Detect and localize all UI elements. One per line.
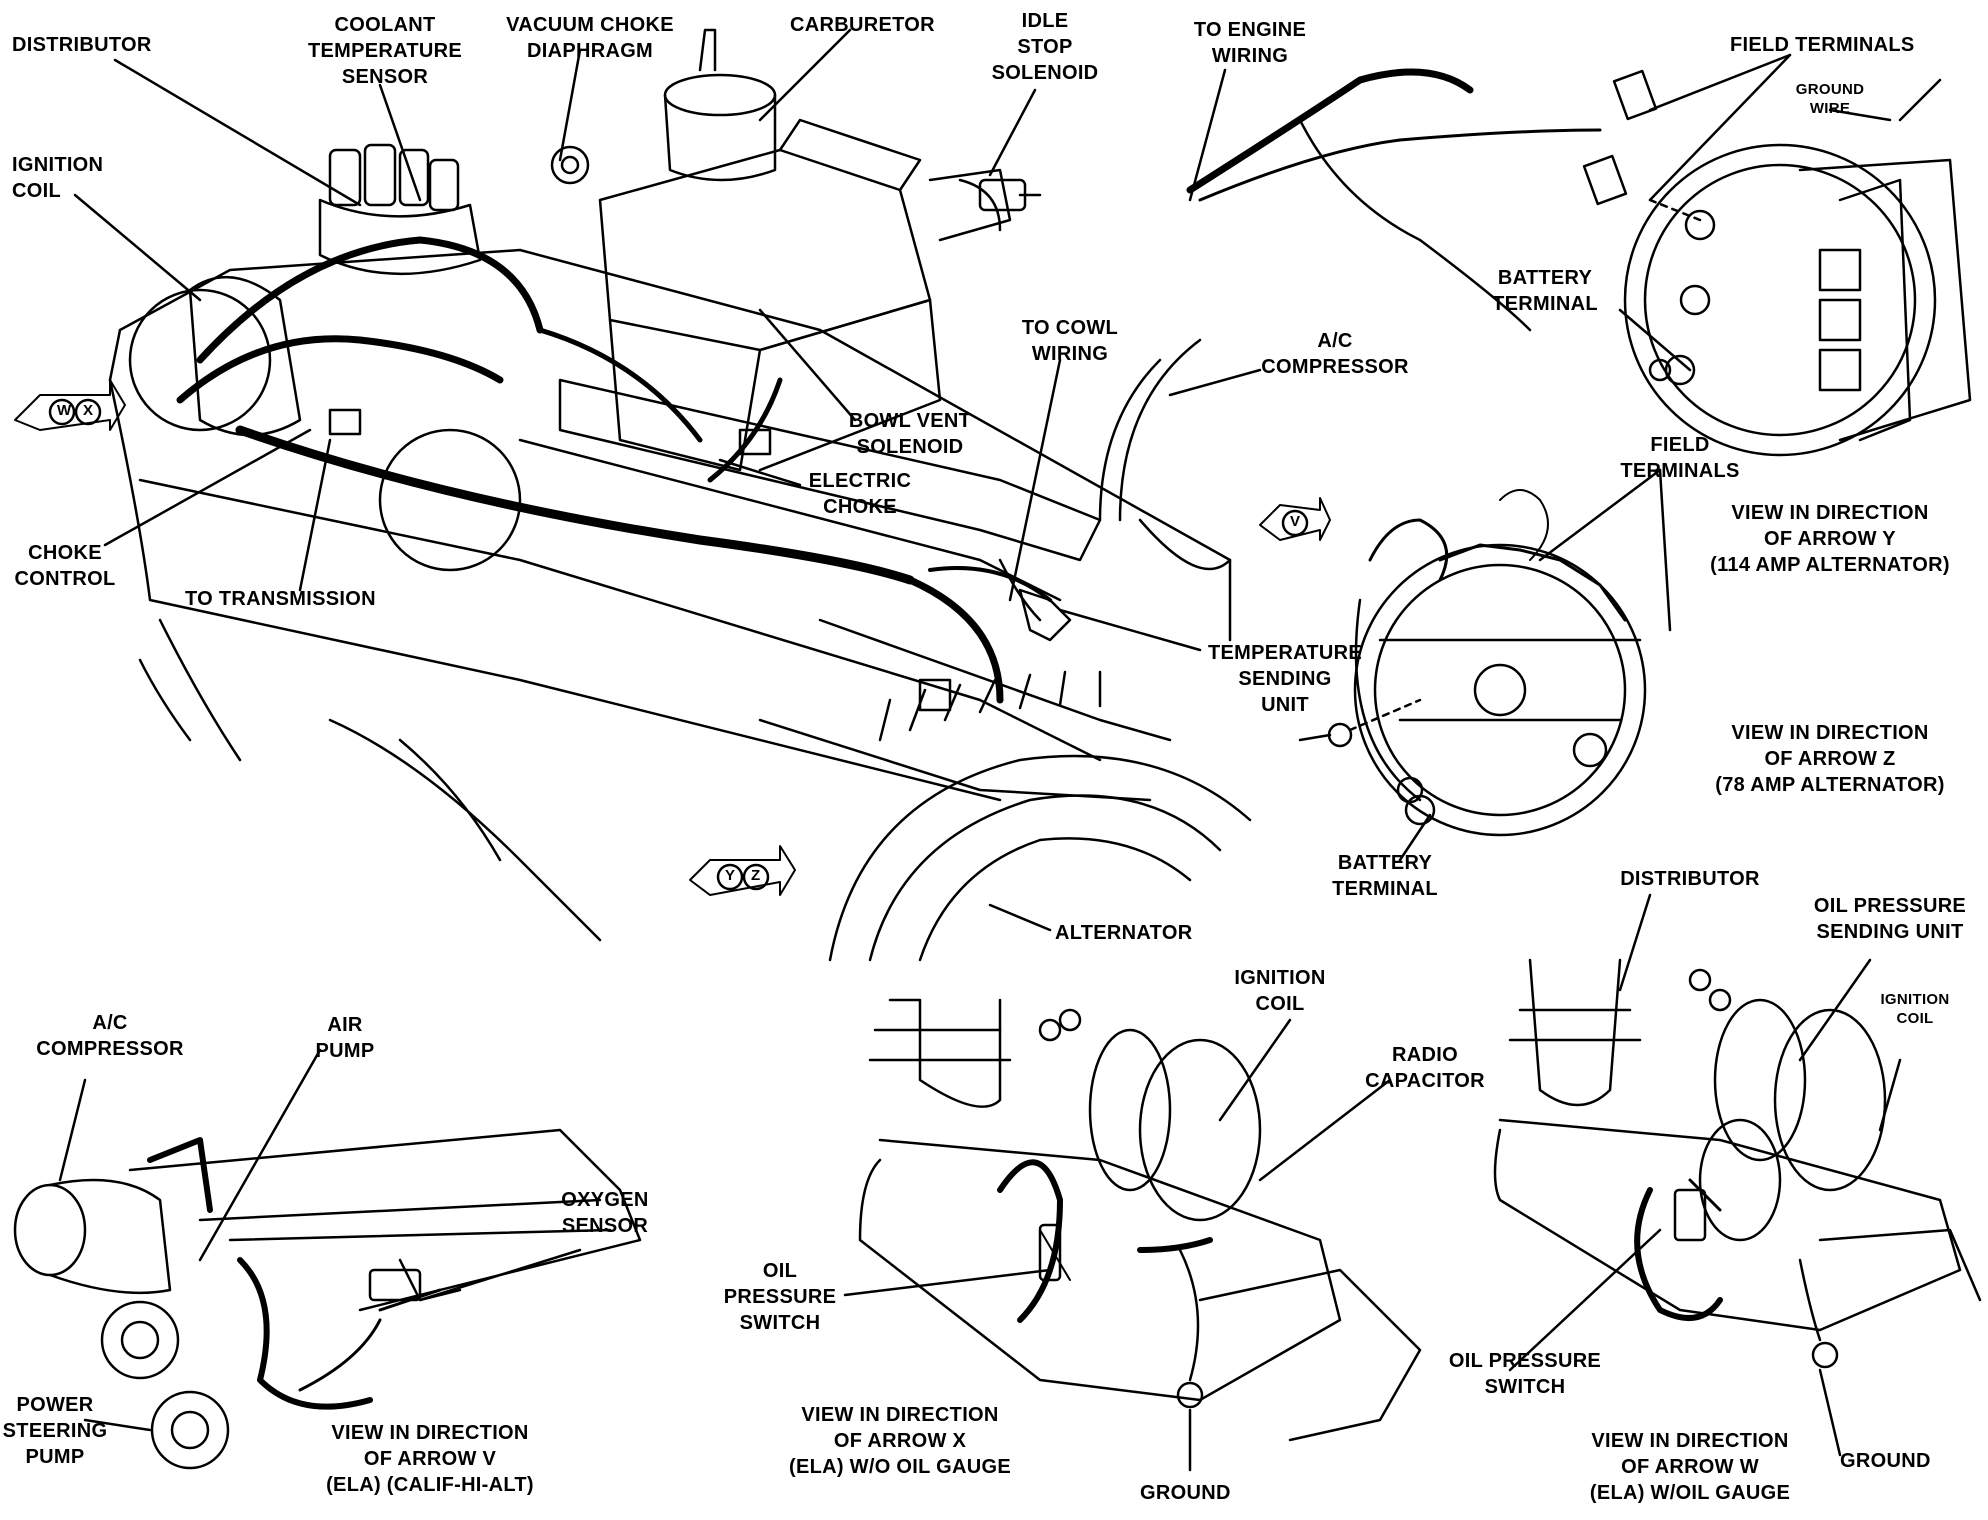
caption-view-arrow-z: VIEW IN DIRECTION OF ARROW Z (78 AMP ALT… [1715, 722, 1945, 796]
label-battery-terminal-78: BATTERY TERMINAL [1332, 852, 1438, 900]
label-ignition-coil: IGNITION COIL [12, 154, 104, 202]
label-oil-pressure-sending-unit: OIL PRESSURE SENDING UNIT [1813, 895, 1967, 943]
label-oil-pressure-switch-arrow-w: OIL PRESSURE SWITCH [1448, 1350, 1602, 1398]
label-distributor: DISTRIBUTOR [12, 34, 152, 56]
arrow-badge-z: Z [751, 867, 761, 884]
label-to-engine-wiring: TO ENGINE WIRING [1193, 19, 1307, 67]
label-to-cowl-wiring: TO COWL WIRING [1021, 317, 1119, 365]
arrow-badge-x: X [83, 402, 94, 419]
label-ground-wire: GROUND WIRE [1795, 81, 1865, 117]
arrow-badge-w: W [57, 402, 72, 419]
caption-view-arrow-v: VIEW IN DIRECTION OF ARROW V (ELA) (CALI… [326, 1422, 534, 1496]
label-distributor-arrow-w: DISTRIBUTOR [1620, 868, 1760, 890]
label-field-terminals-78: FIELD TERMINALS [1620, 434, 1740, 482]
label-ac-compressor-arrow-v: A/C COMPRESSOR [36, 1012, 184, 1060]
label-choke-control: CHOKE CONTROL [14, 542, 116, 590]
label-oil-pressure-switch-arrow-x: OIL PRESSURE SWITCH [723, 1260, 837, 1334]
arrow-w-view [1493, 893, 1982, 1457]
caption-view-arrow-x: VIEW IN DIRECTION OF ARROW X (ELA) W/O O… [789, 1404, 1011, 1478]
alternator-pulley [828, 670, 1252, 962]
alternator-114-amp-view [1186, 53, 1972, 457]
label-to-transmission: TO TRANSMISSION [185, 588, 376, 610]
caption-view-arrow-w: VIEW IN DIRECTION OF ARROW W (ELA) W/OIL… [1589, 1430, 1791, 1504]
main-engine-view [14, 28, 1331, 962]
label-air-pump: AIR PUMP [315, 1014, 375, 1062]
label-electric-choke: ELECTRIC CHOKE [808, 470, 912, 518]
distributor-cap [318, 143, 482, 276]
label-ground-arrow-x: GROUND [1140, 1482, 1231, 1504]
label-ignition-coil-arrow-x: IGNITION COIL [1234, 967, 1326, 1015]
label-carburetor: CARBURETOR [790, 14, 935, 36]
label-power-steering-pump: POWER STEERING PUMP [2, 1394, 108, 1468]
alternator-78-amp-view [1298, 468, 1672, 862]
arrow-badge-y: Y [725, 867, 736, 884]
label-battery-terminal: BATTERY TERMINAL [1492, 267, 1598, 315]
label-oxygen-sensor: OXYGEN SENSOR [561, 1189, 649, 1237]
label-ground-arrow-w: GROUND [1840, 1450, 1931, 1472]
label-bowl-vent-solenoid: BOWL VENT SOLENOID [848, 410, 972, 458]
label-ignition-coil-arrow-w: IGNITION COIL [1880, 991, 1950, 1027]
label-coolant-temperature-sensor: COOLANT TEMPERATURE SENSOR [307, 14, 463, 88]
label-field-terminals: FIELD TERMINALS [1730, 34, 1915, 56]
label-radio-capacitor: RADIO CAPACITOR [1365, 1044, 1485, 1092]
label-alternator: ALTERNATOR [1055, 922, 1193, 944]
label-vacuum-choke-diaphragm: VACUUM CHOKE DIAPHRAGM [506, 14, 674, 62]
arrow-x-view [843, 998, 1422, 1472]
label-temperature-sending-unit: TEMPERATURE SENDING UNIT [1207, 642, 1363, 716]
arrow-v-view [13, 1048, 642, 1470]
caption-view-arrow-y: VIEW IN DIRECTION OF ARROW Y (114 AMP AL… [1710, 502, 1950, 576]
carburetor-body [550, 28, 1042, 472]
label-idle-stop-solenoid: IDLE STOP SOLENOID [991, 10, 1099, 84]
arrow-badge-v: V [1290, 513, 1301, 530]
label-ac-compressor: A/C COMPRESSOR [1261, 330, 1409, 378]
